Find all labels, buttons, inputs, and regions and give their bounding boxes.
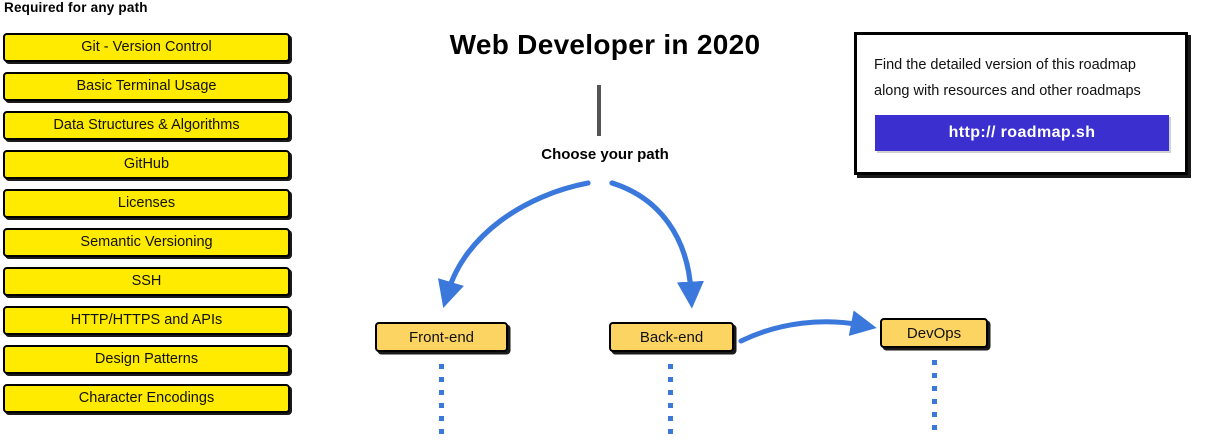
required-item-label: GitHub <box>123 156 170 173</box>
required-item-label: Semantic Versioning <box>80 234 213 251</box>
required-item-label: Data Structures & Algorithms <box>53 117 240 134</box>
required-item-label: Git - Version Control <box>81 39 212 56</box>
roadmap-info-card: Find the detailed version of this roadma… <box>854 32 1188 175</box>
required-item-label: Character Encodings <box>78 390 215 407</box>
node-label: Front-end <box>408 328 475 346</box>
required-item-label: HTTP/HTTPS and APIs <box>70 312 223 329</box>
required-item-character-encodings[interactable]: Character Encodings <box>3 384 290 413</box>
card-text-line-2: along with resources and other roadmaps <box>874 83 1141 99</box>
dotted-trail-back-end <box>668 364 673 442</box>
required-item-licenses[interactable]: Licenses <box>3 189 290 218</box>
required-item-label: SSH <box>131 273 162 290</box>
node-front-end[interactable]: Front-end <box>375 322 508 352</box>
roadmap-link-button[interactable]: http:// roadmap.sh <box>875 115 1169 151</box>
required-heading: Required for any path <box>4 0 148 15</box>
required-item-terminal[interactable]: Basic Terminal Usage <box>3 72 290 101</box>
required-panel: Required for any path Git - Version Cont… <box>0 0 300 436</box>
required-item-github[interactable]: GitHub <box>3 150 290 179</box>
arrow-to-backend <box>609 180 704 309</box>
required-item-label: Basic Terminal Usage <box>76 78 217 95</box>
node-devops[interactable]: DevOps <box>880 318 988 348</box>
required-item-design-patterns[interactable]: Design Patterns <box>3 345 290 374</box>
arrow-to-frontend <box>438 180 591 308</box>
card-text-line-1: Find the detailed version of this roadma… <box>874 57 1136 73</box>
required-item-semver[interactable]: Semantic Versioning <box>3 228 290 257</box>
required-item-label: Design Patterns <box>94 351 199 368</box>
title-stem-line <box>597 85 601 136</box>
arrow-backend-to-devops <box>738 310 877 344</box>
roadmap-link-label: http:// roadmap.sh <box>948 124 1096 141</box>
required-item-http-apis[interactable]: HTTP/HTTPS and APIs <box>3 306 290 335</box>
required-list: Git - Version Control Basic Terminal Usa… <box>3 33 290 423</box>
required-item-dsa[interactable]: Data Structures & Algorithms <box>3 111 290 140</box>
required-item-label: Licenses <box>117 195 176 212</box>
node-label: Back-end <box>639 328 704 346</box>
required-item-ssh[interactable]: SSH <box>3 267 290 296</box>
dotted-trail-devops <box>932 360 937 438</box>
required-item-git[interactable]: Git - Version Control <box>3 33 290 62</box>
page-title: Web Developer in 2020 <box>449 29 761 60</box>
node-label: DevOps <box>906 324 962 342</box>
dotted-trail-front-end <box>439 364 444 442</box>
node-back-end[interactable]: Back-end <box>609 322 734 352</box>
choose-path-label: Choose your path <box>541 146 669 163</box>
